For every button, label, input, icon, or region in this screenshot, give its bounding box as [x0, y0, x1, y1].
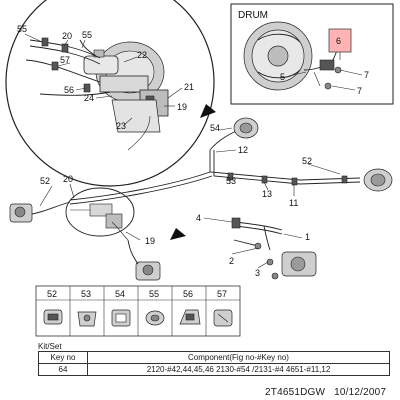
legend-code: 57: [217, 289, 227, 299]
callout-52: 52: [302, 156, 312, 166]
main-leaders: [39, 127, 341, 269]
kit-set-table: Key no Component(Fig no-#Key no) 64 2120…: [38, 351, 390, 376]
main-brake-layout: [9, 117, 393, 281]
callout-24: 24: [84, 93, 94, 103]
callout-5: 5: [280, 72, 285, 82]
legend-code: 53: [81, 289, 91, 299]
diagram-date: 10/12/2007: [334, 387, 387, 398]
callout-3: 3: [255, 268, 260, 278]
callout-13: 13: [262, 189, 272, 199]
legend-code: 55: [149, 289, 159, 299]
callout-11: 11: [289, 198, 298, 208]
callout-19: 19: [177, 102, 187, 112]
kit-row: 64 2120-#42,44,45,46 2130-#54 /2131-#4 4…: [38, 363, 390, 376]
callout-57: 57: [60, 55, 70, 65]
callout-20: 20: [62, 31, 72, 41]
kit-header-key: Key no: [38, 351, 88, 364]
callout-22: 22: [137, 50, 147, 60]
callout-19: 19: [145, 236, 155, 246]
callout-12: 12: [238, 145, 248, 155]
callout-54: 54: [210, 123, 220, 133]
kit-header-row: Key no Component(Fig no-#Key no): [38, 351, 390, 364]
callout-2: 2: [229, 256, 234, 266]
callout-53: 53: [226, 176, 236, 186]
legend-code: 54: [115, 289, 125, 299]
indicator-arrows: [170, 104, 216, 240]
callout-56: 56: [64, 85, 74, 95]
diagram-footer: 2T4651DGW 10/12/2007: [265, 387, 386, 398]
drum-leaders: [288, 52, 363, 91]
callout-55: 55: [17, 24, 27, 34]
clip-part-54: [111, 309, 131, 327]
kit-header-component: Component(Fig no-#Key no): [87, 351, 390, 364]
master-cylinder-detail: [5, 0, 215, 187]
front-knuckle-assembly: [231, 217, 317, 280]
clip-part-55: [145, 310, 165, 326]
clip-part-57: [213, 309, 233, 327]
callout-labels: 55 20 55 22 57 21 56 24 19 23 DRUM 6 5 7…: [17, 10, 369, 278]
drum-title: DRUM: [238, 10, 268, 21]
kit-set-title: Kit/Set: [38, 342, 62, 351]
detail-leaders: [24, 33, 183, 126]
kit-row-key: 64: [38, 363, 88, 376]
callout-7: 7: [357, 86, 362, 96]
clip-part-53: [77, 311, 97, 327]
callout-7: 7: [364, 70, 369, 80]
callout-20: 20: [63, 174, 73, 184]
callout-1: 1: [305, 232, 310, 242]
legend-code: 52: [47, 289, 57, 299]
callout-52: 52: [40, 176, 50, 186]
callout-23: 23: [116, 121, 126, 131]
callout-4: 4: [196, 213, 201, 223]
drum-inset: [230, 3, 394, 105]
callout-6-highlighted: 6: [336, 36, 341, 46]
callout-55: 55: [82, 30, 92, 40]
clip-part-56: [179, 309, 201, 325]
clip-part-52: [43, 309, 63, 325]
kit-row-component: 2120-#42,44,45,46 2130-#54 /2131-#4 4651…: [87, 363, 390, 376]
parts-legend: 52 53 54 55 56 57: [35, 285, 241, 337]
diagram-code: 2T4651DGW: [265, 387, 326, 398]
callout-21: 21: [184, 82, 194, 92]
legend-code: 56: [183, 289, 193, 299]
